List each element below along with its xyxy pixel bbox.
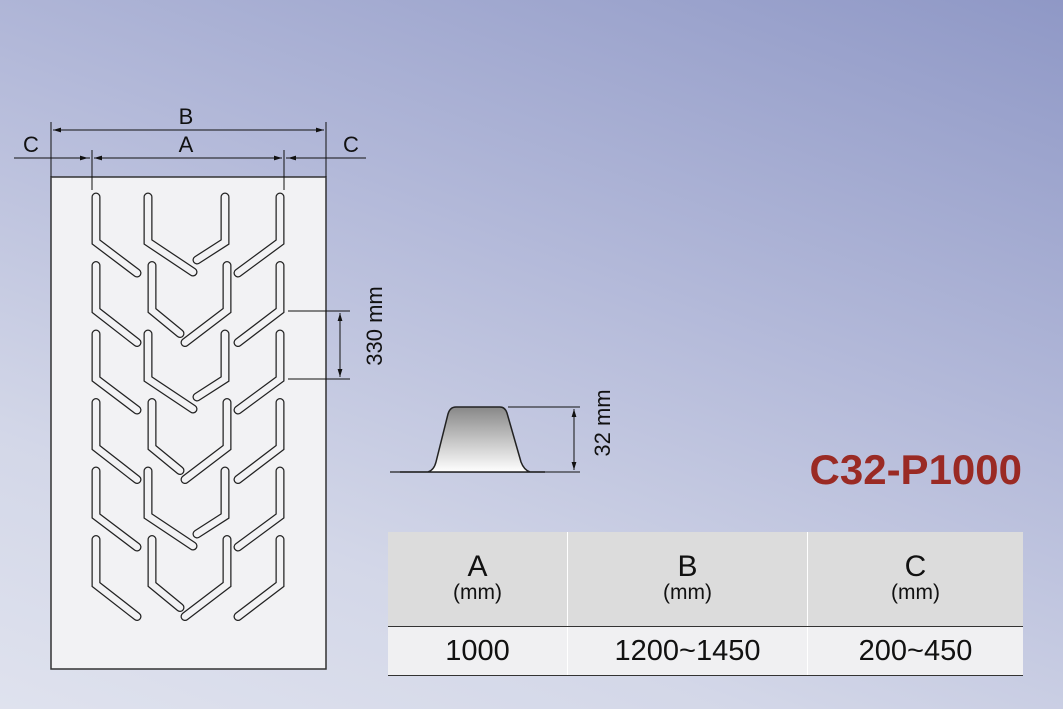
cleat-slot-fill <box>144 330 197 413</box>
dim-c-left-label: C <box>23 132 39 157</box>
cleat-profile <box>390 406 545 473</box>
model-code: C32-P1000 <box>809 446 1022 493</box>
cleat-slot-fill <box>181 536 231 620</box>
header-a: A(mm) <box>388 532 568 627</box>
cleat-slot-fill <box>92 262 141 346</box>
cleat-slot-fill <box>92 330 141 414</box>
dim-a-label: A <box>179 132 194 157</box>
value-b: 1200~1450 <box>567 626 808 676</box>
header-b: B(mm) <box>567 532 808 627</box>
cleat-slot-fill <box>234 536 284 620</box>
cleat-slot-fill <box>234 330 284 414</box>
value-a: 1000 <box>388 626 568 676</box>
cleat-slot-fill <box>144 193 197 276</box>
cleat-slot-fill <box>148 536 184 611</box>
cleat-slot-fill <box>148 399 184 474</box>
header-c: C(mm) <box>807 532 1023 627</box>
cleat-slot-fill <box>181 262 231 346</box>
dimension-lines <box>14 122 580 473</box>
cleat-slot-fill <box>92 467 141 551</box>
spec-table: A(mm) B(mm) C(mm) 1000 1200~1450 200~450 <box>388 532 1023 676</box>
cleat-slot-fill <box>144 467 197 550</box>
cleat-slot-fill <box>234 399 284 483</box>
cleat-height-label: 32 mm <box>590 389 615 456</box>
cleat-slot-fill <box>193 193 229 264</box>
value-c: 200~450 <box>807 626 1023 676</box>
cleat-slot-fill <box>92 399 141 483</box>
cleat-slot-fill <box>148 262 184 337</box>
cleat-slot-fill <box>234 262 284 346</box>
cleat-slot-fill <box>234 193 284 277</box>
cleat-slot-fill <box>92 536 141 620</box>
table-row: 1000 1200~1450 200~450 <box>388 626 1023 676</box>
cleat-slot-fill <box>181 399 231 483</box>
dim-c-right-label: C <box>343 132 359 157</box>
cleat-slot-fill <box>92 193 141 277</box>
cleat-slot-fill <box>193 330 229 401</box>
cleat-slot-fill <box>234 467 284 551</box>
cleat-slot-fill <box>193 467 229 538</box>
pitch-label: 330 mm <box>362 286 387 365</box>
chevron-cleat-pattern <box>91 192 285 621</box>
dim-b-label: B <box>179 104 194 129</box>
